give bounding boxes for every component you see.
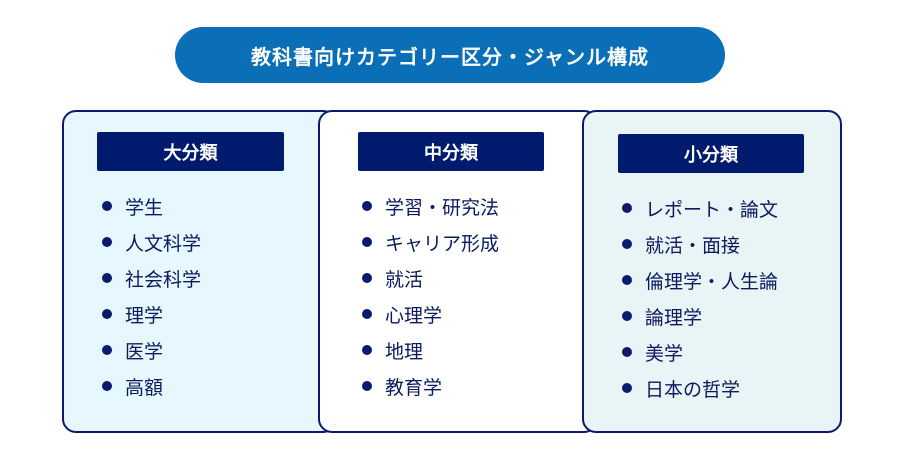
- bullet-icon: [362, 273, 372, 283]
- list-item: 就活: [362, 260, 499, 296]
- panel-header: 中分類: [358, 132, 544, 171]
- item-label: 美学: [645, 342, 684, 365]
- item-label: 理学: [125, 304, 164, 327]
- list-item: 学生: [102, 188, 201, 224]
- item-label: 医学: [125, 340, 164, 363]
- bullet-icon: [622, 311, 632, 321]
- bullet-icon: [622, 203, 632, 213]
- bullet-icon: [102, 309, 112, 319]
- bullet-icon: [622, 239, 632, 249]
- item-label: 就活: [385, 268, 424, 291]
- category-list: 学生 人文科学 社会科学 理学 医学 高額: [102, 188, 201, 404]
- bullet-icon: [622, 383, 632, 393]
- list-item: 社会科学: [102, 260, 201, 296]
- panel-header: 大分類: [97, 132, 284, 171]
- panel-major-category: 大分類 学生 人文科学 社会科学 理学 医学 高額: [62, 110, 337, 433]
- list-item: 就活・面接: [622, 226, 778, 262]
- list-item: 心理学: [362, 296, 499, 332]
- bullet-icon: [622, 275, 632, 285]
- item-label: 倫理学・人生論: [645, 270, 779, 293]
- item-label: キャリア形成: [385, 232, 500, 255]
- bullet-icon: [102, 201, 112, 211]
- bullet-icon: [362, 237, 372, 247]
- bullet-icon: [622, 347, 632, 357]
- bullet-icon: [362, 381, 372, 391]
- bullet-icon: [102, 237, 112, 247]
- item-label: 地理: [385, 340, 424, 363]
- category-list: 学習・研究法 キャリア形成 就活 心理学 地理 教育学: [362, 188, 499, 404]
- list-item: 地理: [362, 332, 499, 368]
- item-label: 高額: [125, 376, 164, 399]
- item-label: 人文科学: [125, 232, 202, 255]
- list-item: 教育学: [362, 368, 499, 404]
- bullet-icon: [102, 381, 112, 391]
- category-list: レポート・論文 就活・面接 倫理学・人生論 論理学 美学 日本の哲学: [622, 190, 778, 406]
- item-label: 就活・面接: [645, 234, 741, 257]
- panel-header: 小分類: [618, 134, 804, 173]
- list-item: 美学: [622, 334, 778, 370]
- panel-middle-category: 中分類 学習・研究法 キャリア形成 就活 心理学 地理 教育学: [318, 110, 598, 433]
- item-label: 心理学: [385, 304, 443, 327]
- list-item: 倫理学・人生論: [622, 262, 778, 298]
- item-label: レポート・論文: [645, 198, 779, 221]
- item-label: 社会科学: [125, 268, 202, 291]
- list-item: 医学: [102, 332, 201, 368]
- list-item: キャリア形成: [362, 224, 499, 260]
- list-item: 日本の哲学: [622, 370, 778, 406]
- item-label: 日本の哲学: [645, 378, 741, 401]
- list-item: 高額: [102, 368, 201, 404]
- bullet-icon: [362, 345, 372, 355]
- bullet-icon: [362, 201, 372, 211]
- list-item: 学習・研究法: [362, 188, 499, 224]
- list-item: 理学: [102, 296, 201, 332]
- bullet-icon: [362, 309, 372, 319]
- page-title: 教科書向けカテゴリー区分・ジャンル構成: [175, 27, 725, 83]
- list-item: 人文科学: [102, 224, 201, 260]
- bullet-icon: [102, 273, 112, 283]
- item-label: 論理学: [645, 306, 703, 329]
- item-label: 学生: [125, 196, 164, 219]
- bullet-icon: [102, 345, 112, 355]
- item-label: 教育学: [385, 376, 443, 399]
- item-label: 学習・研究法: [385, 196, 500, 219]
- list-item: レポート・論文: [622, 190, 778, 226]
- panel-minor-category: 小分類 レポート・論文 就活・面接 倫理学・人生論 論理学 美学 日本の哲学: [582, 110, 842, 433]
- list-item: 論理学: [622, 298, 778, 334]
